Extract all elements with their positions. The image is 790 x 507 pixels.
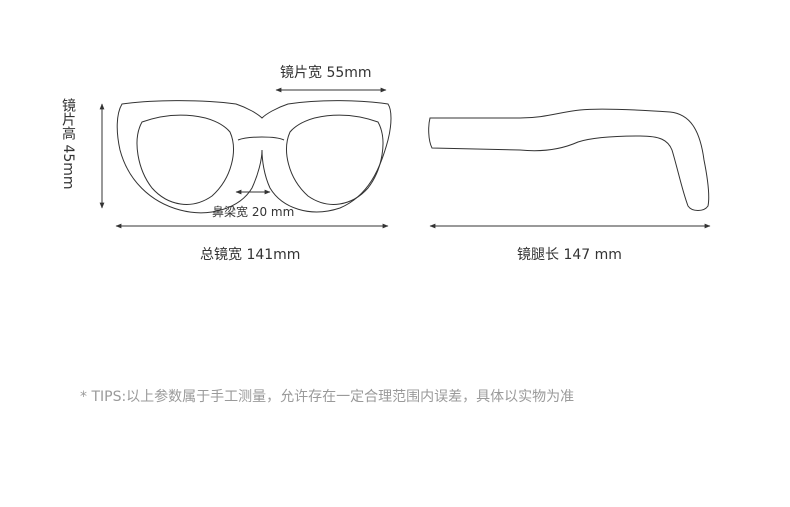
temple-outline	[428, 108, 710, 211]
temple-length-label: 镜腿长 147 mm	[517, 247, 622, 263]
frame-front-outline	[116, 100, 392, 214]
lens-height-label: 镜片高 45mm	[60, 98, 76, 190]
right-lens-outline	[286, 114, 384, 205]
left-lens-outline	[136, 114, 234, 205]
lens-width-label: 镜片宽 55mm	[280, 65, 372, 81]
total-width-label: 总镜宽 141mm	[200, 247, 301, 263]
bridge-width-label: 鼻梁宽 20 mm	[212, 205, 295, 219]
nose-bridge-curve	[237, 136, 285, 141]
measurement-tips: * TIPS:以上参数属于手工测量，允许存在一定合理范围内误差，具体以实物为准	[80, 389, 575, 405]
